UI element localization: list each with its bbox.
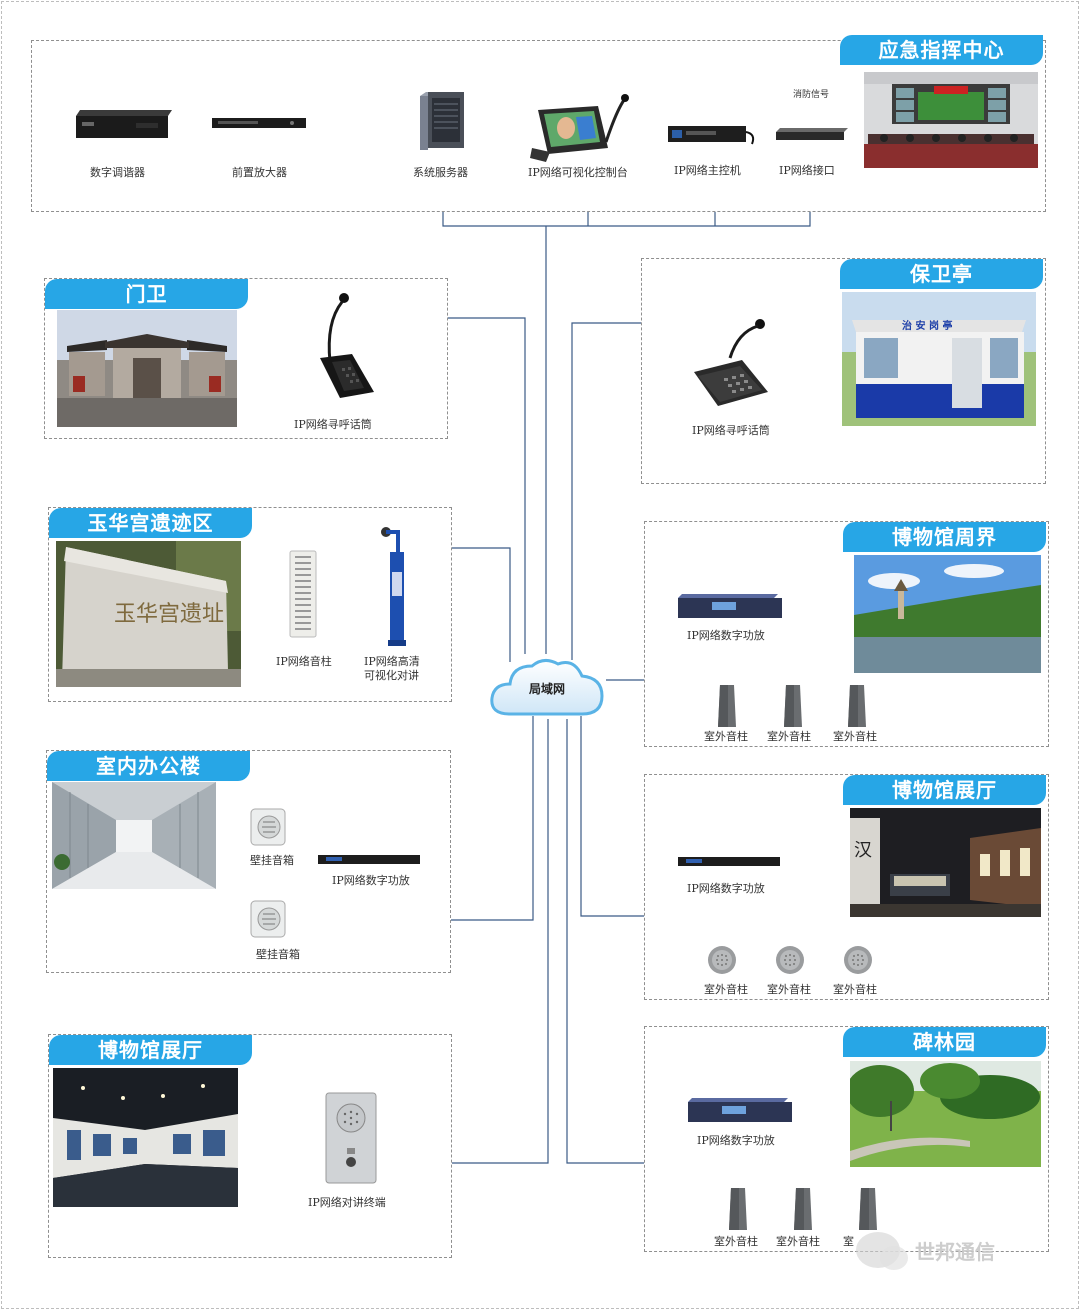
hd-intercom-label-2: 可视化对讲: [364, 669, 419, 683]
perimeter-column-label-1: 室外音柱: [704, 730, 748, 744]
guard-booth-title: 保卫亭: [840, 259, 1043, 289]
guard-booth-photo: 治 安 岗 亭: [842, 292, 1036, 426]
stele-column-label-2: 室外音柱: [776, 1235, 820, 1249]
stele-garden-title: 碑林园: [843, 1027, 1046, 1057]
hall-amplifier-icon: [678, 856, 780, 868]
ip-interface-icon: [774, 126, 850, 142]
preamplifier-icon: [212, 116, 306, 130]
digital-tuner-label: 数字调谐器: [90, 166, 145, 180]
hall-amplifier-label: IP网络数字功放: [687, 882, 765, 896]
wall-speaker-icon-1: [250, 808, 286, 846]
perimeter-column-label-3: 室外音柱: [833, 730, 877, 744]
main-controller-icon: [668, 124, 758, 146]
perimeter-column-label-2: 室外音柱: [767, 730, 811, 744]
guard-device-label: IP网络寻呼话筒: [692, 424, 770, 438]
digital-tuner-icon: [76, 108, 174, 140]
gate-device-label: IP网络寻呼话筒: [294, 418, 372, 432]
lake-photo: [854, 555, 1041, 673]
hall-speaker-label-2: 室外音柱: [767, 983, 811, 997]
stone-inscription: 玉华宫遗址: [114, 602, 224, 627]
preamplifier-label: 前置放大器: [232, 166, 287, 180]
stele-amplifier-label: IP网络数字功放: [697, 1134, 775, 1148]
ceiling-speaker-icon-h1: [706, 944, 738, 976]
watermark-text: 世邦通信: [915, 1236, 995, 1265]
perimeter-amplifier-label: IP网络数字功放: [687, 629, 765, 643]
server-label: 系统服务器: [413, 166, 468, 180]
ruins-title: 玉华宫遗迹区: [49, 508, 252, 538]
wall-glyph: 汉: [854, 840, 872, 861]
main-controller-label: IP网络主控机: [674, 164, 741, 178]
outdoor-column-icon-s3: [857, 1186, 879, 1232]
visual-console-label: IP网络可视化控制台: [528, 166, 628, 180]
office-amplifier-label: IP网络数字功放: [332, 874, 410, 888]
paging-mic-icon: [312, 292, 378, 402]
ip-speaker-column-label: IP网络音柱: [276, 655, 332, 669]
guard-paging-mic-icon: [690, 318, 770, 410]
outdoor-column-icon-p2: [782, 683, 804, 729]
outdoor-column-icon-s1: [727, 1186, 749, 1232]
gate-title: 门卫: [45, 279, 248, 309]
hd-intercom-pole-icon: [378, 524, 406, 646]
visual-console-icon: [528, 92, 632, 164]
ip-interface-label: IP网络接口: [779, 164, 835, 178]
garden-photo: [850, 1061, 1041, 1167]
server-icon: [418, 90, 466, 152]
outdoor-column-icon-s2: [792, 1186, 814, 1232]
museum-gallery-photo: [53, 1068, 238, 1207]
museum-exhibit-photo: 汉: [850, 808, 1041, 917]
command-center-title: 应急指挥中心: [840, 35, 1043, 65]
hd-intercom-label-1: IP网络高清: [364, 655, 420, 669]
wall-speaker-label-1: 壁挂音箱: [250, 854, 294, 868]
stele-column-label-1: 室外音柱: [714, 1235, 758, 1249]
ceiling-speaker-icon-h2: [774, 944, 806, 976]
office-corridor-photo: [52, 782, 216, 889]
wall-speaker-label-2: 壁挂音箱: [256, 948, 300, 962]
hall-speaker-label-3: 室外音柱: [833, 983, 877, 997]
gate-photo: [57, 310, 237, 427]
museum-hall-right-title: 博物馆展厅: [843, 775, 1046, 805]
lan-label: 局域网: [488, 680, 606, 697]
intercom-terminal-label: IP网络对讲终端: [308, 1196, 386, 1210]
ceiling-speaker-icon-h3: [842, 944, 874, 976]
hall-speaker-label-1: 室外音柱: [704, 983, 748, 997]
museum-hall-left-title: 博物馆展厅: [49, 1035, 252, 1065]
booth-sign: 治 安 岗 亭: [902, 319, 952, 332]
command-center-photo: [864, 72, 1038, 168]
ruins-stone-photo: 玉华宫遗址: [56, 541, 241, 687]
stele-amplifier-icon: [688, 1098, 792, 1124]
ip-speaker-column-icon: [289, 550, 317, 638]
wall-speaker-icon-2: [250, 900, 286, 938]
perimeter-amplifier-icon: [678, 594, 782, 620]
outdoor-column-icon-p1: [716, 683, 738, 729]
outdoor-column-icon-p3: [846, 683, 868, 729]
office-amplifier-icon: [318, 854, 420, 866]
intercom-terminal-icon: [325, 1092, 377, 1184]
museum-perimeter-title: 博物馆周界: [843, 522, 1046, 552]
fire-signal-label: 消防信号: [793, 88, 829, 102]
office-title: 室内办公楼: [47, 751, 250, 781]
